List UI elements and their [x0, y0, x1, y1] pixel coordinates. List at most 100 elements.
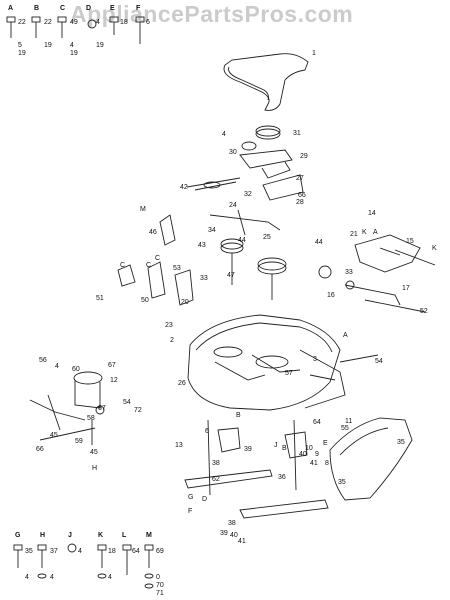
callout-B: B: [282, 445, 287, 452]
callout-6: 6: [205, 428, 209, 435]
key-part-number: 4: [108, 574, 112, 581]
callout-21: 21: [350, 231, 358, 238]
callout-G: G: [188, 494, 194, 501]
key-letter-D: D: [86, 5, 92, 12]
callout-52: 52: [420, 308, 428, 315]
callout-57: 57: [285, 370, 293, 377]
callout-67: 67: [98, 405, 106, 412]
callout-35: 35: [338, 479, 346, 486]
key-part-number: 22: [18, 19, 26, 26]
callout-C: C: [120, 262, 126, 269]
callout-11: 11: [345, 418, 353, 425]
callout-47: 47: [227, 272, 235, 279]
callout-4: 4: [222, 131, 226, 138]
callout-62: 62: [212, 476, 220, 483]
callout-54: 54: [375, 358, 383, 365]
callout-51: 51: [96, 295, 104, 302]
key-part-number: 4: [96, 19, 100, 26]
callout-41: 41: [310, 460, 318, 467]
key-part-number: 4: [25, 574, 29, 581]
callout-42: 42: [180, 184, 188, 191]
key-part-number: 37: [50, 548, 58, 555]
callout-E: E: [323, 440, 328, 447]
callout-46: 46: [149, 229, 157, 236]
key-part-number: 19: [70, 50, 78, 57]
callout-25: 25: [263, 234, 271, 241]
pulley-31: [255, 128, 281, 140]
key-letter-A: A: [8, 5, 14, 12]
callout-38: 38: [212, 460, 220, 467]
callout-44: 44: [315, 239, 323, 246]
callout-32: 32: [244, 191, 252, 198]
key-part-number: 18: [120, 19, 128, 26]
callout-14: 14: [368, 210, 376, 217]
callout-33: 33: [345, 269, 353, 276]
key-letter-B: B: [34, 5, 40, 12]
callout-35: 35: [397, 439, 405, 446]
key-letter-J: J: [68, 532, 72, 539]
mower-deck: [187, 314, 341, 411]
callout-45: 45: [50, 432, 58, 439]
callout-30: 30: [229, 149, 237, 156]
callout-64: 64: [313, 419, 321, 426]
callout-31: 31: [293, 130, 301, 137]
callout-40: 40: [230, 532, 238, 539]
callout-15: 15: [406, 238, 414, 245]
callout-27: 27: [296, 175, 304, 182]
callout-J: J: [274, 442, 278, 449]
callout-3: 3: [313, 356, 317, 363]
callout-9: 9: [315, 451, 319, 458]
key-part-number: 71: [156, 590, 164, 597]
callout-39: 39: [220, 530, 228, 537]
key-part-number: 49: [70, 19, 78, 26]
callout-59: 59: [75, 438, 83, 445]
callout-66: 66: [298, 192, 306, 199]
discharge-chute: [329, 417, 413, 501]
callout-K: K: [362, 229, 367, 236]
callout-33: 33: [200, 275, 208, 282]
callout-K: K: [432, 245, 437, 252]
callout-50: 50: [141, 297, 149, 304]
key-part-number: 69: [156, 548, 164, 555]
callout-39: 39: [244, 446, 252, 453]
key-letter-L: L: [122, 532, 127, 539]
callout-67: 67: [108, 362, 116, 369]
key-part-number: 19: [18, 50, 26, 57]
callout-66: 66: [36, 446, 44, 453]
key-part-number: 4: [78, 548, 82, 555]
callout-20: 20: [181, 299, 189, 306]
callout-45: 45: [90, 449, 98, 456]
callout-24: 24: [229, 202, 237, 209]
callout-F: F: [188, 508, 193, 515]
callout-12: 12: [110, 377, 118, 384]
key-letter-M: M: [146, 532, 152, 539]
callout-58: 58: [87, 415, 95, 422]
key-part-number: 6: [146, 19, 150, 26]
key-part-number: 18: [108, 548, 116, 555]
callout-1: 1: [312, 50, 316, 57]
callout-10: 10: [305, 445, 313, 452]
callout-72: 72: [134, 407, 142, 414]
callout-55: 55: [341, 425, 349, 432]
callout-29: 29: [300, 153, 308, 160]
callout-53: 53: [173, 265, 181, 272]
callout-H: H: [92, 465, 98, 472]
key-letter-F: F: [136, 5, 141, 12]
key-part-number: 64: [132, 548, 140, 555]
callout-16: 16: [327, 292, 335, 299]
callout-38: 38: [228, 520, 236, 527]
key-part-number: 4: [50, 574, 54, 581]
watermark: AppliancePartsPros.com: [70, 1, 354, 27]
callout-A: A: [373, 229, 378, 236]
callout-54: 54: [123, 399, 131, 406]
callout-23: 23: [165, 322, 173, 329]
key-part-number: 0: [156, 574, 160, 581]
bottom-key-hardware: [13, 543, 154, 589]
key-part-number: 4: [70, 42, 74, 49]
callout-26: 26: [178, 380, 186, 387]
key-part-number: 70: [156, 582, 164, 589]
callout-13: 13: [175, 442, 183, 449]
callout-36: 36: [278, 474, 286, 481]
callout-34: 34: [208, 227, 216, 234]
